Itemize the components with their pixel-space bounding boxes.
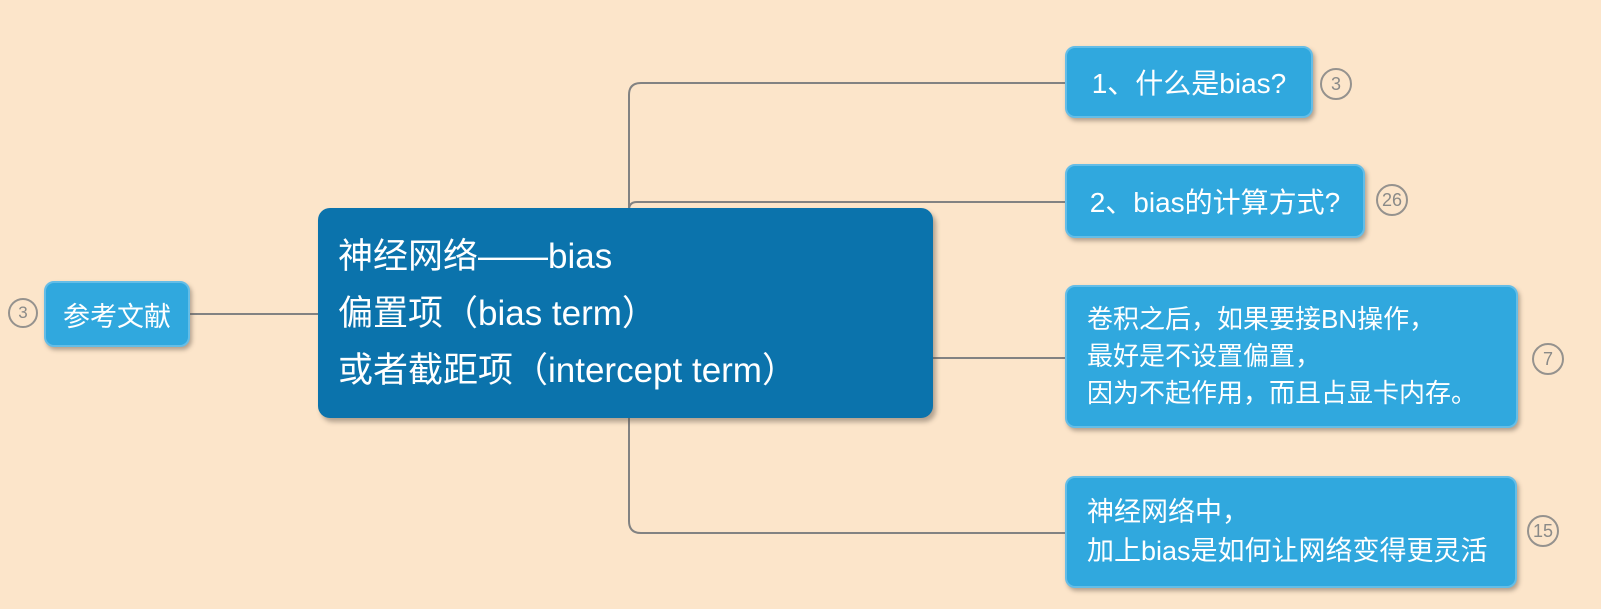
root-topic-line: 或者截距项（intercept term） [338,350,797,390]
topic-label: 参考文献 [63,301,171,332]
topic-label: 1、什么是bias? [1091,68,1287,99]
topic-bias-flexibility[interactable]: 神经网络中， 加上bias是如何让网络变得更灵活 [1065,476,1517,588]
topic-label-line: 最好是不设置偏置， [1087,341,1322,371]
collapsed-count-badge-3[interactable]: 7 [1532,343,1564,375]
topic-bn-no-bias[interactable]: 卷积之后，如果要接BN操作， 最好是不设置偏置， 因为不起作用，而且占显卡内存。 [1065,285,1518,428]
topic-label-line: 卷积之后，如果要接BN操作， [1087,304,1436,334]
root-topic-neural-network-bias[interactable]: 神经网络——bias 偏置项（bias term） 或者截距项（intercep… [318,208,933,418]
topic-label: 2、bias的计算方式? [1089,187,1341,218]
topic-what-is-bias[interactable]: 1、什么是bias? [1065,46,1313,118]
collapsed-count-badge-left[interactable]: 3 [8,298,38,328]
topic-label-line: 神经网络中， [1087,497,1249,527]
collapsed-count-badge-4[interactable]: 15 [1527,515,1559,547]
topic-bias-computation[interactable]: 2、bias的计算方式? [1065,164,1365,238]
topic-label-line: 因为不起作用，而且占显卡内存。 [1087,378,1478,408]
collapsed-count-badge-2[interactable]: 26 [1376,184,1408,216]
root-topic-line: 偏置项（bias term） [338,293,657,333]
root-topic-line: 神经网络——bias [338,236,613,276]
topic-label-line: 加上bias是如何让网络变得更灵活 [1087,536,1488,566]
collapsed-count-badge-1[interactable]: 3 [1320,68,1352,100]
topic-references[interactable]: 参考文献 [44,281,190,347]
